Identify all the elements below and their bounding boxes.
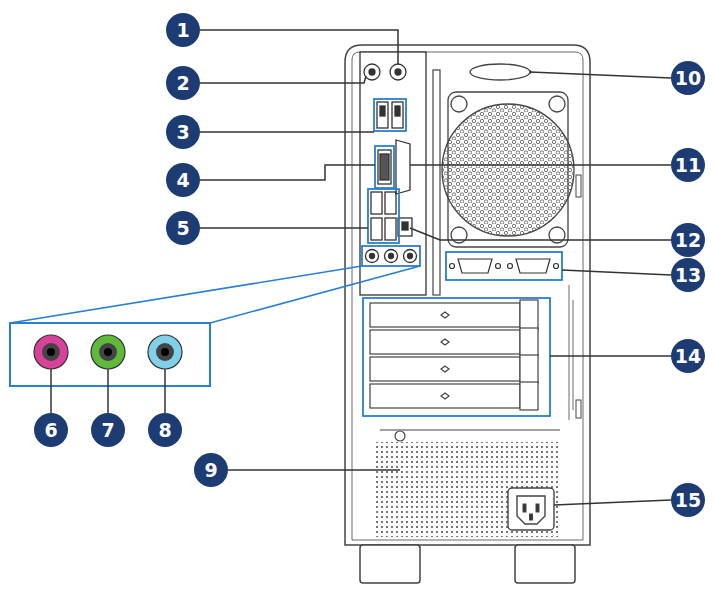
callout-number: 15: [671, 483, 705, 517]
callout-number: 10: [671, 61, 705, 95]
serial-ports: [450, 259, 559, 273]
callout-text: 13: [675, 258, 701, 292]
callout-number: 11: [671, 148, 705, 182]
case: [345, 45, 590, 583]
callout-text: 9: [204, 453, 217, 487]
callout-text: 15: [675, 483, 701, 517]
callout-text: 11: [675, 148, 701, 182]
callout-number: 3: [166, 115, 200, 149]
callout-text: 3: [176, 115, 189, 149]
callout-text: 14: [675, 339, 701, 373]
callout-number: 12: [671, 223, 705, 257]
io-shield: [360, 52, 426, 295]
callout-text: 4: [176, 163, 189, 197]
callout-text: 10: [675, 61, 701, 95]
callout-text: 1: [176, 13, 189, 47]
callout-text: 12: [675, 223, 701, 257]
callout-number: 7: [91, 413, 125, 447]
fan-grille: [442, 64, 574, 247]
callout-number: 14: [671, 339, 705, 373]
callout-number: 6: [34, 413, 68, 447]
callout-number: 9: [194, 453, 228, 487]
callout-number: 1: [166, 13, 200, 47]
callout-number: 8: [148, 413, 182, 447]
callout-number: 4: [166, 163, 200, 197]
audio-inset: [10, 266, 420, 386]
callout-number: 5: [166, 211, 200, 245]
psu-grille: [375, 442, 560, 537]
callout-text: 2: [176, 66, 189, 100]
callout-number: 13: [671, 258, 705, 292]
callout-text: 8: [158, 413, 171, 447]
expansion-slots: [370, 300, 560, 441]
callout-text: 6: [44, 413, 57, 447]
card-bracket: [433, 70, 440, 295]
callout-number: 2: [166, 66, 200, 100]
callout-text: 5: [176, 211, 189, 245]
callout-text: 7: [101, 413, 114, 447]
leader-lines: [51, 30, 671, 505]
